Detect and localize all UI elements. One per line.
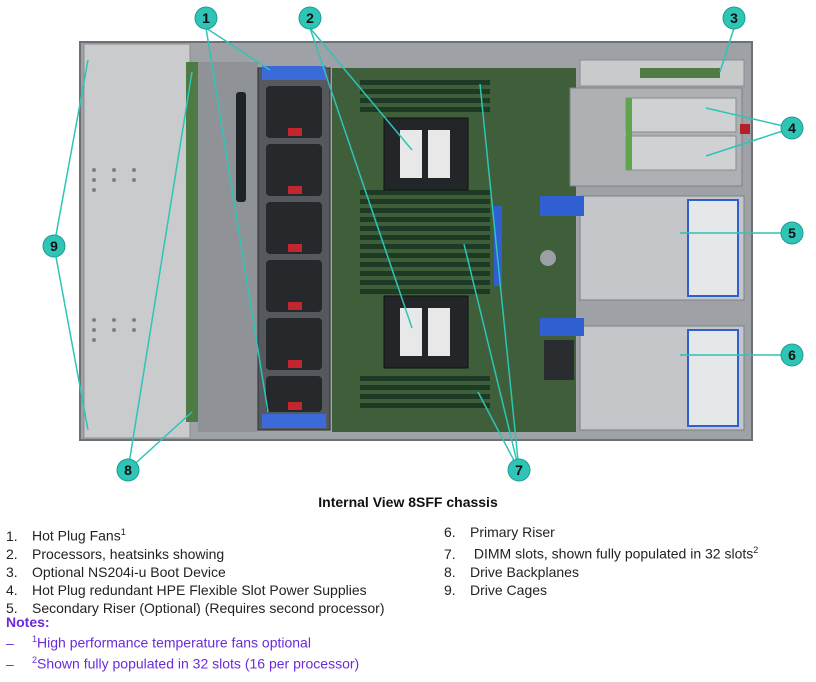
callout-8: 8 xyxy=(116,458,140,482)
fan-modules xyxy=(266,86,322,412)
board-battery xyxy=(540,250,556,266)
legend-text: Processors, heatsinks showing xyxy=(32,545,225,562)
callout-9-label: 9 xyxy=(50,238,58,254)
power-supply-latch-red xyxy=(740,124,750,134)
callout-4-label: 4 xyxy=(788,120,796,136)
legend-footnote-ref: 2 xyxy=(753,545,759,555)
callout-3: 3 xyxy=(722,6,746,30)
primary-riser-latch xyxy=(540,318,584,336)
legend-number: 1. xyxy=(6,527,18,544)
note-footnote-mark: 1 xyxy=(32,634,38,644)
callout-1: 1 xyxy=(194,6,218,30)
dimm-slots xyxy=(360,80,490,408)
heatsink-label-1b xyxy=(428,130,450,178)
legend-item: 8. Drive Backplanes xyxy=(444,563,758,581)
secondary-riser-slots xyxy=(687,199,739,297)
legend-right-column: 6. Primary Riser 7. DIMM slots, shown ful… xyxy=(444,523,758,599)
legend-item: 2. Processors, heatsinks showing xyxy=(6,545,384,563)
callout-5: 5 xyxy=(780,221,804,245)
note-dash: – xyxy=(6,634,14,651)
legend-text: Optional NS204i-u Boot Device xyxy=(32,563,226,580)
server-internal-view-diagram: 1 2 3 4 5 6 7 8 9 xyxy=(42,6,804,482)
heatsink-label-2a xyxy=(400,308,422,356)
boot-device-card xyxy=(640,68,720,78)
callout-8-label: 8 xyxy=(124,462,132,478)
legend-text: Secondary Riser (Optional) (Requires sec… xyxy=(32,599,385,616)
processor-heatsink-1 xyxy=(383,117,469,191)
drive-cage xyxy=(83,43,191,439)
legend-item: 4. Hot Plug redundant HPE Flexible Slot P… xyxy=(6,581,384,599)
callout-9: 9 xyxy=(42,234,66,258)
legend-number: 3. xyxy=(6,563,18,580)
heatsink-label-1a xyxy=(400,130,422,178)
diagram-caption: Internal View 8SFF chassis xyxy=(318,494,498,510)
legend-number: 2. xyxy=(6,545,18,562)
legend-item: 1. Hot Plug Fans1 xyxy=(6,523,384,545)
note-dash: – xyxy=(6,655,14,672)
callout-6: 6 xyxy=(780,343,804,367)
legend-number: 9. xyxy=(444,581,456,598)
board-chip xyxy=(544,340,574,380)
drive-backplane xyxy=(186,62,198,422)
legend-item: 7. DIMM slots, shown fully populated in … xyxy=(444,541,758,563)
legend-item: 5. Secondary Riser (Optional) (Requires s… xyxy=(6,599,384,617)
processor-heatsink-2 xyxy=(383,295,469,369)
leader-lines xyxy=(53,27,793,471)
boot-cable xyxy=(236,92,246,202)
legend-left-column: 1. Hot Plug Fans1 2. Processors, heatsinks… xyxy=(6,523,384,617)
callout-6-label: 6 xyxy=(788,347,796,363)
fan-latch-top xyxy=(262,66,326,80)
callout-5-label: 5 xyxy=(788,225,796,241)
note-item: – 1High performance temperature fans opti… xyxy=(6,634,311,651)
callout-3-label: 3 xyxy=(730,10,738,26)
legend-text: Hot Plug Fans xyxy=(32,527,121,544)
secondary-riser-latch xyxy=(540,196,584,216)
cable-area xyxy=(198,62,258,432)
legend-number: 7. xyxy=(444,545,456,562)
board-blue-latch xyxy=(494,206,502,286)
legend-footnote-ref: 1 xyxy=(120,527,126,537)
fan-labels xyxy=(288,128,302,410)
legend-number: 8. xyxy=(444,563,456,580)
callout-7: 7 xyxy=(507,458,531,482)
heatsink-label-2b xyxy=(428,308,450,356)
note-footnote-mark: 2 xyxy=(32,655,38,665)
notes-heading: Notes: xyxy=(6,614,50,630)
callout-2: 2 xyxy=(298,6,322,30)
callout-1-label: 1 xyxy=(202,10,210,26)
callout-7-label: 7 xyxy=(515,462,523,478)
legend-text: Hot Plug redundant HPE Flexible Slot Pow… xyxy=(32,581,367,598)
legend-item: 6. Primary Riser xyxy=(444,523,758,541)
drive-cage-holes xyxy=(92,168,136,342)
callout-2-label: 2 xyxy=(306,10,314,26)
legend-number: 4. xyxy=(6,581,18,598)
power-supply-lower xyxy=(625,135,737,171)
note-item: – 2Shown fully populated in 32 slots (16 … xyxy=(6,655,359,672)
note-text: Shown fully populated in 32 slots (16 pe… xyxy=(37,655,360,672)
power-supply-upper xyxy=(625,97,737,133)
primary-riser-slots xyxy=(687,329,739,427)
legend-number: 6. xyxy=(444,524,456,540)
callout-4: 4 xyxy=(780,116,804,140)
legend-text: Drive Cages xyxy=(470,581,548,598)
power-supply-handle-green xyxy=(626,98,632,170)
fan-latch-bottom xyxy=(262,414,326,428)
legend-item: 9. Drive Cages xyxy=(444,581,758,599)
legend-number: 5. xyxy=(6,599,18,616)
note-text: High performance temperature fans option… xyxy=(37,634,311,651)
legend-item: 3. Optional NS204i-u Boot Device xyxy=(6,563,384,581)
legend-text: Primary Riser xyxy=(470,524,555,540)
legend-text: Drive Backplanes xyxy=(470,563,579,580)
legend-text: DIMM slots, shown fully populated in 32 … xyxy=(470,545,754,562)
